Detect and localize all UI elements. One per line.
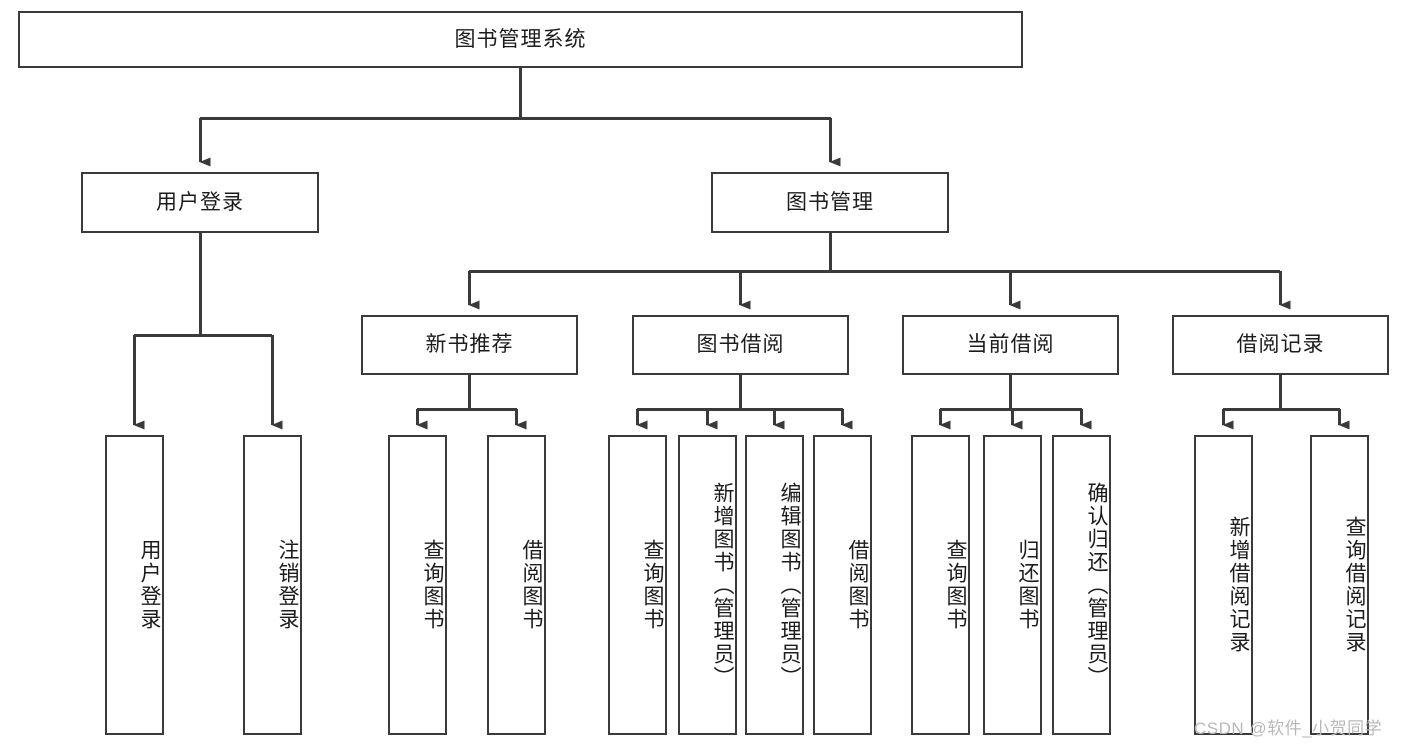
node-leaf-query-book-rec[interactable]: 查询图书	[388, 435, 447, 735]
node-leaf-add-book-admin[interactable]: 新增图书（管理员）	[678, 435, 737, 735]
node-leaf-return-book[interactable]: 归还图书	[983, 435, 1042, 735]
node-leaf-user-login-label: 用户登录	[138, 539, 161, 631]
node-leaf-user-login[interactable]: 用户登录	[105, 435, 164, 735]
node-leaf-confirm-return-admin-label: 确认归还（管理员）	[1085, 481, 1108, 689]
node-user-login-label: 用户登录	[156, 190, 244, 214]
node-leaf-query-book-current-label: 查询图书	[944, 539, 967, 631]
node-leaf-logout-login[interactable]: 注销登录	[243, 435, 302, 735]
node-leaf-add-borrow-record-label: 新增借阅记录	[1227, 516, 1250, 654]
node-leaf-add-book-admin-label: 新增图书（管理员）	[711, 481, 734, 689]
node-leaf-query-book-current[interactable]: 查询图书	[911, 435, 970, 735]
node-new-book-recommend-label: 新书推荐	[425, 333, 514, 357]
node-book-borrow-label: 图书借阅	[696, 333, 785, 357]
node-current-borrow[interactable]: 当前借阅	[902, 315, 1119, 375]
node-leaf-confirm-return-admin[interactable]: 确认归还（管理员）	[1052, 435, 1111, 735]
node-leaf-logout-login-label: 注销登录	[276, 539, 299, 631]
node-user-login[interactable]: 用户登录	[81, 172, 319, 233]
node-leaf-borrow-book-label: 借阅图书	[846, 539, 869, 631]
node-borrow-record[interactable]: 借阅记录	[1172, 315, 1389, 375]
node-root-label: 图书管理系统	[454, 27, 587, 51]
csdn-watermark: CSDN @软件_小贺同学	[1194, 719, 1383, 738]
node-leaf-return-book-label: 归还图书	[1016, 539, 1039, 631]
node-root[interactable]: 图书管理系统	[18, 11, 1023, 68]
node-new-book-recommend[interactable]: 新书推荐	[361, 315, 578, 375]
node-book-borrow[interactable]: 图书借阅	[632, 315, 849, 375]
node-leaf-add-borrow-record[interactable]: 新增借阅记录	[1194, 435, 1253, 735]
node-current-borrow-label: 当前借阅	[966, 333, 1055, 357]
node-leaf-borrow-book[interactable]: 借阅图书	[813, 435, 872, 735]
node-leaf-query-borrow-record-label: 查询借阅记录	[1343, 516, 1366, 654]
node-borrow-record-label: 借阅记录	[1236, 333, 1325, 357]
node-leaf-query-borrow-record[interactable]: 查询借阅记录	[1310, 435, 1369, 735]
node-leaf-query-book-borrow[interactable]: 查询图书	[608, 435, 667, 735]
node-leaf-query-book-rec-label: 查询图书	[421, 539, 444, 631]
node-leaf-borrow-book-rec-label: 借阅图书	[520, 539, 543, 631]
node-book-manage-label: 图书管理	[786, 190, 874, 214]
node-leaf-edit-book-admin[interactable]: 编辑图书（管理员）	[745, 435, 804, 735]
node-leaf-edit-book-admin-label: 编辑图书（管理员）	[778, 481, 801, 689]
node-leaf-query-book-borrow-label: 查询图书	[641, 539, 664, 631]
node-book-manage[interactable]: 图书管理	[711, 172, 949, 233]
node-leaf-borrow-book-rec[interactable]: 借阅图书	[487, 435, 546, 735]
